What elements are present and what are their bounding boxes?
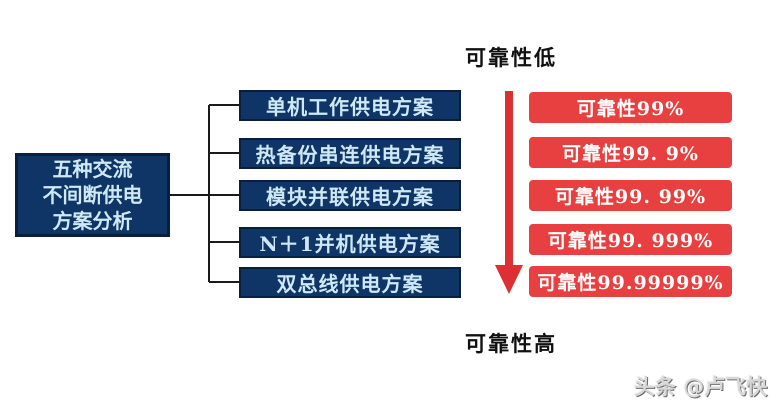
root-box: 五种交流 不间断供电 方案分析: [15, 153, 170, 237]
root-box-line-2: 不间断供电: [42, 183, 143, 207]
scheme-box-module-parallel: 模块并联供电方案: [239, 180, 461, 211]
reliability-box-99: 可靠性99%: [529, 92, 732, 123]
reliability-box-99-9: 可靠性99. 9%: [529, 137, 732, 168]
reliability-high-label: 可靠性高: [465, 331, 557, 356]
reliability-box-99-999: 可靠性99. 999%: [529, 224, 732, 255]
root-box-line-1: 五种交流: [52, 157, 133, 181]
scheme-box-n-plus-1: N＋1并机供电方案: [239, 227, 461, 258]
scheme-box-hot-standby: 热备份串连供电方案: [239, 138, 461, 169]
reliability-arrow-head: [495, 265, 523, 294]
reliability-box-99-99: 可靠性99. 99%: [529, 180, 732, 211]
reliability-box-99-99999: 可靠性99.99999%: [529, 266, 732, 297]
reliability-low-label: 可靠性低: [465, 45, 557, 70]
root-box-line-3: 方案分析: [52, 209, 133, 233]
tree-connectors: [170, 104, 239, 283]
scheme-box-dual-bus: 双总线供电方案: [239, 267, 461, 298]
watermark-text: 头条 @卢飞快: [634, 375, 768, 399]
scheme-box-single-unit: 单机工作供电方案: [239, 90, 461, 121]
